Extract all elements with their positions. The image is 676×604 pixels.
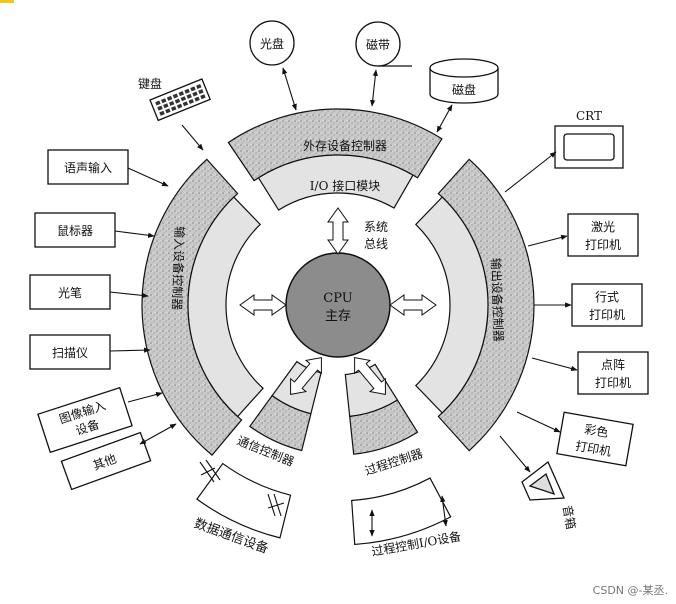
voice-input-box <box>47 149 129 185</box>
tape-link <box>370 69 378 107</box>
input-controller-label: 输入设备控制器 <box>170 226 188 310</box>
disk-node <box>429 58 499 104</box>
crt-link <box>504 151 557 193</box>
storage-controller-label: 外存设备控制器 <box>303 139 387 153</box>
dot-printer-box <box>577 351 649 395</box>
scanner-label: 扫描仪 <box>52 346 88 360</box>
data-comm-band <box>196 462 292 539</box>
other-link <box>139 423 177 445</box>
other-box <box>60 431 152 491</box>
input-interface-segment <box>187 196 264 418</box>
process-io-band <box>351 477 452 546</box>
bus-arrows <box>239 207 437 395</box>
color-printer-label-2: 打印机 <box>574 439 612 459</box>
keyboard-label: 键盘 <box>138 76 162 91</box>
corner-marker <box>0 0 14 3</box>
bus-arrow-left <box>239 294 287 316</box>
dot-printer-link <box>531 357 578 372</box>
io-module-segment <box>257 154 414 211</box>
voice-input-link <box>127 167 169 187</box>
mouse-box <box>34 212 116 248</box>
output-controller-label: 输出设备控制器 <box>489 258 507 342</box>
speaker-icon <box>521 460 565 501</box>
speaker-label: 音箱 <box>560 504 579 530</box>
scanner-link <box>109 347 151 353</box>
image-input-link <box>127 391 163 403</box>
speaker-link <box>499 435 531 473</box>
bus-arrow-down-right <box>354 357 386 395</box>
line-printer-label-1: 行式 <box>595 290 619 304</box>
output-interface-segment <box>414 196 489 414</box>
mouse-label: 鼠标器 <box>57 224 93 238</box>
system-bus-label-1: 系统 <box>364 220 388 234</box>
laser-label-2: 打印机 <box>585 238 621 252</box>
bottom-device-bands <box>196 462 452 546</box>
memory-label: 主存 <box>325 309 351 324</box>
light-pen-link <box>109 291 149 299</box>
optical-disk-node <box>249 20 295 66</box>
crt-monitor <box>554 125 624 169</box>
keyboard-link <box>181 124 204 151</box>
line-printer-label-2: 打印机 <box>589 308 625 322</box>
tape-label: 磁带 <box>366 37 390 52</box>
dot-printer-label-2: 打印机 <box>595 376 631 390</box>
image-input-box <box>37 386 133 454</box>
bus-arrow-right <box>389 294 437 316</box>
scanner-box <box>29 334 111 370</box>
line-printer-box <box>571 283 643 327</box>
system-bus-label-2: 总线 <box>364 237 388 251</box>
dot-printer-label-1: 点阵 <box>601 358 625 372</box>
light-pen-box <box>29 274 111 310</box>
watermark: CSDN @-某丞. <box>593 584 668 597</box>
process-io-link-2 <box>440 495 448 527</box>
voice-input-label: 语声输入 <box>64 160 112 175</box>
laser-printer-link <box>527 234 568 247</box>
optical-disk-label: 光盘 <box>260 36 284 51</box>
light-pen-label: 光笔 <box>58 285 82 300</box>
disk-label: 磁盘 <box>452 82 476 97</box>
color-printer-label-1: 彩色 <box>583 422 609 440</box>
bus-arrow-down-left <box>290 357 322 395</box>
cpu-label: CPU <box>323 291 352 306</box>
crt-label: CRT <box>576 109 602 123</box>
optical-disk-link <box>282 67 297 111</box>
io-module-label: I/O 接口模块 <box>310 178 380 193</box>
controller-ring <box>141 108 535 456</box>
mouse-link <box>114 230 155 238</box>
bus-arrow-up <box>327 207 349 255</box>
laser-label-1: 激光 <box>591 220 615 234</box>
laser-printer-box <box>567 213 639 257</box>
color-printer-box <box>556 411 634 467</box>
color-printer-link <box>516 411 561 433</box>
disk-link <box>436 104 453 133</box>
keyboard-icon <box>149 78 212 122</box>
